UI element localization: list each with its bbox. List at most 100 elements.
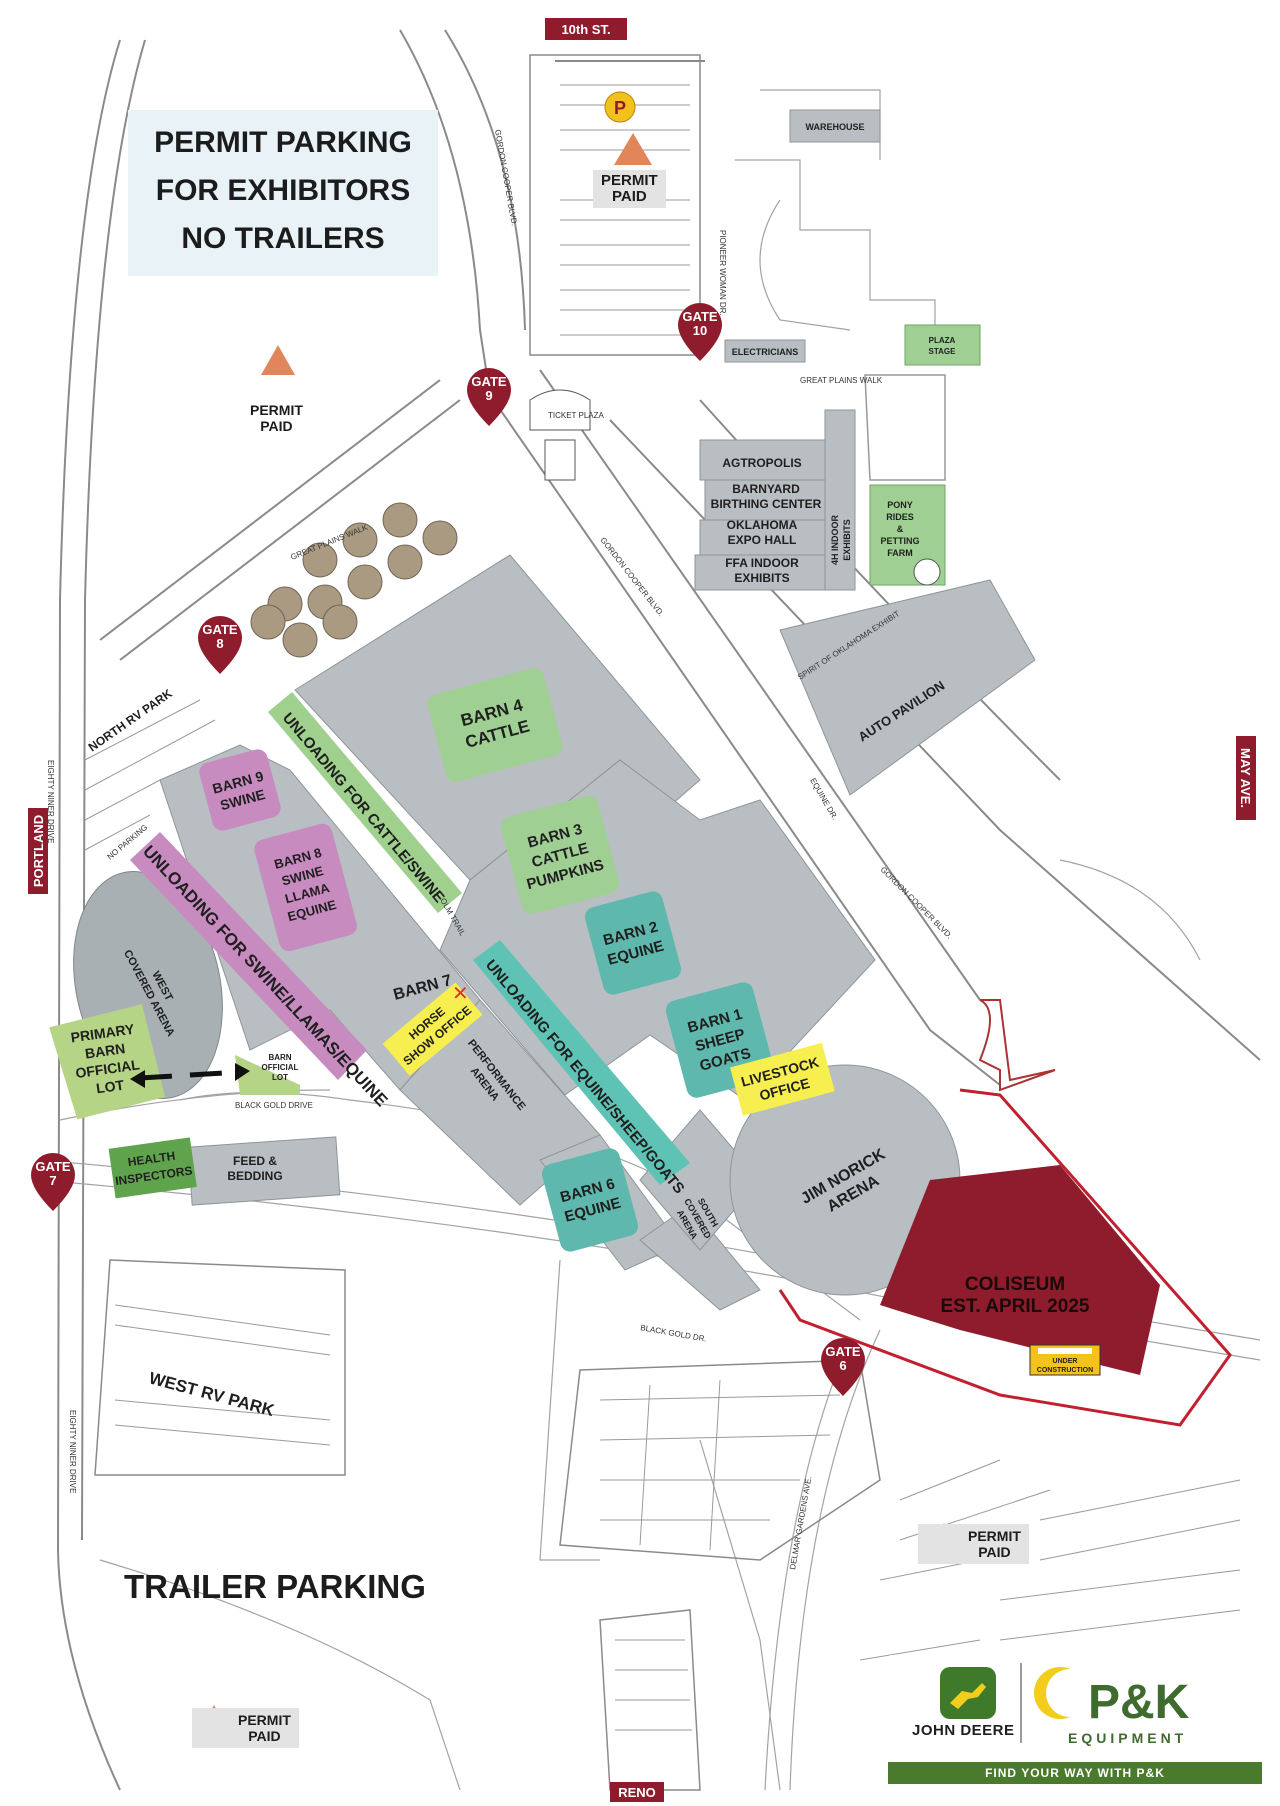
barn-official-lot-label: BARN OFFICIAL LOT [235, 1053, 300, 1095]
barnyard-birthing-label: BARNYARD BIRTHING CENTER [711, 482, 822, 511]
expo-hall-label: OKLAHOMA EXPO HALL [727, 518, 798, 547]
permit-triangle-icon [614, 133, 652, 165]
street-sign-north: 10th ST. [545, 18, 627, 40]
permit-triangle-icon [261, 345, 295, 375]
svg-text:LOT: LOT [95, 1077, 125, 1097]
coliseum-label: COLISEUM EST. APRIL 2025 [941, 1274, 1090, 1317]
plaza-stage-label: PLAZA STAGE [929, 336, 957, 356]
trailer-parking-label: TRAILER PARKING [124, 1568, 426, 1605]
svg-text:RENO: RENO [618, 1785, 656, 1800]
john-deere-deer-icon [940, 1667, 996, 1719]
west-rv-park-label: WEST RV PARK [147, 1369, 277, 1421]
street-sign-south: RENO [610, 1782, 664, 1802]
svg-text:GATE: GATE [682, 309, 717, 324]
pony-rides-label: PONY RIDES & PETTING FARM [880, 500, 919, 558]
svg-text:LOT: LOT [272, 1073, 288, 1082]
svg-text:BARN: BARN [268, 1053, 291, 1062]
svg-text:EXHIBITS: EXHIBITS [734, 571, 789, 585]
pk-wordmark: P&K [1088, 1676, 1190, 1729]
arena-coliseum [729, 999, 1232, 1427]
title-line-3: NO TRAILERS [181, 222, 385, 255]
black-gold-drive-label: BLACK GOLD DRIVE [235, 1101, 313, 1110]
street-sign-west: PORTLAND [28, 808, 48, 894]
plaza-stage [904, 324, 981, 366]
warehouse-label: WAREHOUSE [805, 122, 864, 132]
svg-text:RIDES: RIDES [886, 512, 914, 522]
svg-text:FEED &: FEED & [233, 1154, 277, 1168]
eighty-niner-drive-label: EIGHTY NINER DRIVE [46, 760, 55, 843]
gate-9-pin: GATE 9 [467, 368, 511, 426]
gordon-cooper-blvd-east-label: GORDON COOPER BLVD. [879, 865, 954, 940]
svg-text:STAGE: STAGE [929, 347, 957, 356]
title-line-2: FOR EXHIBITORS [155, 174, 411, 207]
gate-8-pin: GATE 8 [198, 616, 242, 674]
svg-text:10th ST.: 10th ST. [561, 22, 610, 37]
svg-text:BARNYARD: BARNYARD [732, 482, 800, 496]
double-arrow-icon [130, 1063, 250, 1088]
svg-text:GATE: GATE [202, 622, 237, 637]
pk-tagline: FIND YOUR WAY WITH P&K [888, 1762, 1262, 1784]
coliseum-building [880, 1165, 1160, 1375]
auto-pavilion-building [779, 579, 1036, 796]
svg-text:HEALTH: HEALTH [127, 1149, 176, 1170]
svg-text:UNDER: UNDER [1053, 1358, 1078, 1365]
pioneer-woman-dr-label: PIONEER WOMAN DR. [718, 230, 727, 316]
pk-sun-icon [1034, 1667, 1070, 1719]
gordon-cooper-blvd-mid-label: GORDON COOPER BLVD. [598, 536, 665, 618]
svg-text:EXHIBITS: EXHIBITS [842, 519, 852, 561]
west-rv-park [94, 1259, 346, 1476]
exhibitor-parking-title-box [128, 110, 438, 276]
svg-text:COLISEUM: COLISEUM [965, 1274, 1065, 1295]
expo-cluster [694, 409, 946, 591]
svg-text:6: 6 [839, 1358, 846, 1373]
agtropolis-label: AGTROPOLIS [722, 456, 801, 470]
barn-9-label: BARN 9 SWINE [199, 749, 281, 831]
parking-symbol: P [614, 98, 626, 118]
four-h-exhibits-label: 4H INDOOR EXHIBITS [830, 515, 852, 566]
ticket-plaza-label: TICKET PLAZA [548, 411, 605, 420]
gordon-cooper-blvd-north-label: GORDON COOPER BLVD. [493, 129, 519, 227]
livestock-office-label: LIVESTOCK OFFICE [730, 1042, 835, 1116]
svg-text:BEDDING: BEDDING [227, 1169, 282, 1183]
svg-text:7: 7 [49, 1173, 56, 1188]
ticket-plaza [529, 389, 591, 481]
john-deere-wordmark: JOHN DEERE [912, 1722, 1015, 1739]
barn-6-label: BARN 6 EQUINE [541, 1148, 639, 1252]
parking-icon [604, 91, 636, 123]
svg-text:10: 10 [693, 323, 707, 338]
svg-text:PETTING: PETTING [880, 536, 919, 546]
primary-barn-official-lot-label: PRIMARY BARN OFFICIAL LOT [49, 1004, 166, 1120]
svg-text:BARN: BARN [84, 1040, 126, 1061]
horse-show-marker-icon: ✕ [452, 983, 469, 1005]
svg-text:MAY AVE.: MAY AVE. [1238, 748, 1253, 808]
great-plains-walk-label: GREAT PLAINS WALK [800, 376, 883, 385]
svg-text:GATE: GATE [471, 374, 506, 389]
health-inspectors-label: HEALTH INSPECTORS [108, 1137, 197, 1199]
north-parking-lot [529, 54, 981, 481]
electricians-label: ELECTRICIANS [732, 347, 799, 357]
svg-text:8: 8 [216, 636, 223, 651]
svg-text:FARM: FARM [887, 548, 913, 558]
barn-8-label: BARN 8 SWINE LLAMA EQUINE [254, 823, 357, 952]
under-construction-sign: UNDER CONSTRUCTION [1029, 1344, 1101, 1376]
electricians-building [724, 339, 806, 363]
delmar-gardens-ave-label: DELMAR GARDENS AVE. [788, 1476, 813, 1571]
svg-text:PORTLAND: PORTLAND [31, 815, 46, 887]
svg-text:OFFICIAL: OFFICIAL [262, 1063, 299, 1072]
ffa-exhibits-label: FFA INDOOR EXHIBITS [725, 556, 799, 585]
svg-text:PLAZA: PLAZA [929, 336, 956, 345]
svg-text:EST. APRIL 2025: EST. APRIL 2025 [941, 1296, 1090, 1317]
warehouse-building [789, 109, 881, 143]
svg-text:OKLAHOMA: OKLAHOMA [727, 518, 798, 532]
logo-divider [1020, 1663, 1022, 1743]
svg-text:FFA INDOOR: FFA INDOOR [725, 556, 799, 570]
north-rv-park [84, 699, 216, 851]
svg-text:BIRTHING CENTER: BIRTHING CENTER [711, 497, 822, 511]
svg-text:4H INDOOR: 4H INDOOR [830, 515, 840, 566]
equine-dr-label: EQUINE DR. [808, 777, 839, 822]
